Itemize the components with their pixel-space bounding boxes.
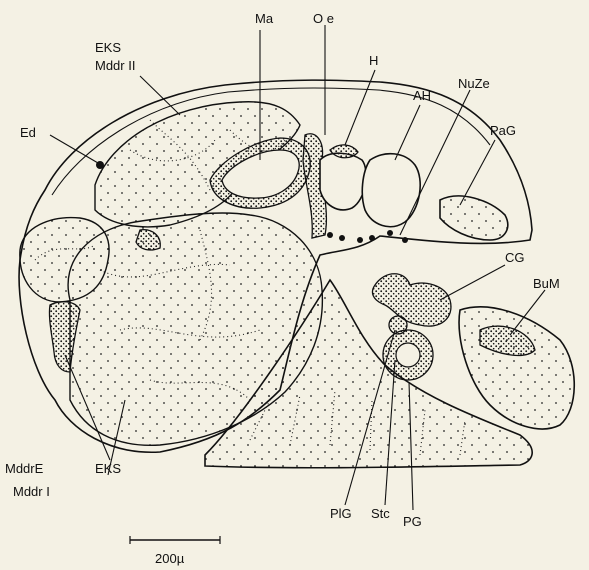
label-h: H xyxy=(369,53,378,68)
label-pag: PaG xyxy=(490,123,516,138)
label-stc: Stc xyxy=(371,506,390,521)
label-ah: AH xyxy=(413,88,431,103)
pag-gland xyxy=(440,196,508,240)
heart-region xyxy=(320,153,366,210)
label-cg: CG xyxy=(505,250,525,265)
label-mddr-i: Mddr I xyxy=(13,484,50,499)
label-bum: BuM xyxy=(533,276,560,291)
label-eks-bottom: EKS xyxy=(95,461,121,476)
label-eks-top: EKS xyxy=(95,40,121,55)
label-nuze: NuZe xyxy=(458,76,490,91)
bum-region xyxy=(459,307,574,429)
label-pg: PG xyxy=(403,514,422,529)
label-mddr-ii: Mddr II xyxy=(95,58,135,73)
cg-ganglion xyxy=(372,274,450,326)
ah-region xyxy=(362,154,420,227)
label-ma: Ma xyxy=(255,11,274,26)
label-oe: O e xyxy=(313,11,334,26)
label-mddre: MddrE xyxy=(5,461,44,476)
label-ed: Ed xyxy=(20,125,36,140)
label-plg: PlG xyxy=(330,506,352,521)
plg-ganglion xyxy=(389,316,407,334)
scale-bar-label: 200µ xyxy=(155,551,185,566)
